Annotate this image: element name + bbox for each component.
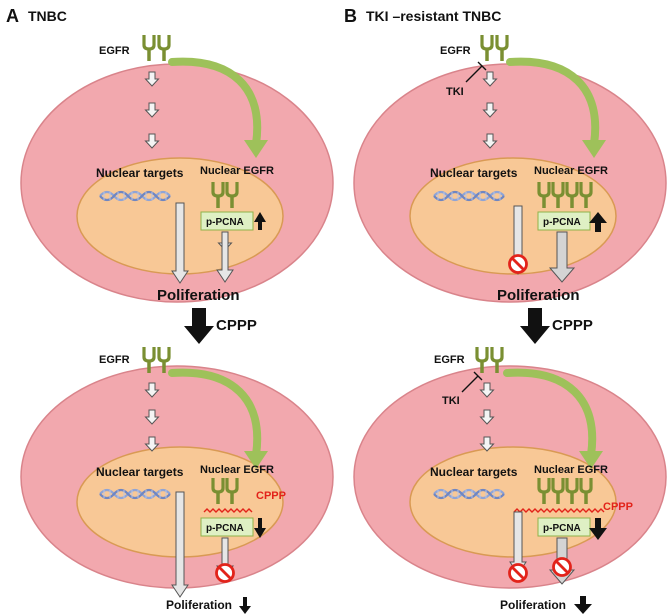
panel-a-bottom-cell: EGFR Nuclear targets Nuclear EGFR CPPP p… [20, 345, 334, 614]
receptor-icon [495, 33, 509, 63]
proliferation-label: Poliferation [500, 598, 566, 612]
treatment-arrow-icon [520, 308, 550, 344]
pcna-box [537, 517, 591, 537]
tki-inhibitor [465, 61, 487, 83]
receptor-icon [142, 33, 156, 63]
cppp-label: CPPP [256, 490, 286, 502]
proliferation-label: Poliferation [157, 287, 240, 304]
cppp-wave [513, 508, 605, 513]
nuclear-targets-label: Nuclear targets [96, 166, 184, 180]
nuclear-targets-label: Nuclear targets [96, 465, 184, 479]
short-arrow-icon [216, 231, 234, 283]
pcna-label: p-PCNA [206, 217, 244, 228]
pcna-box [200, 517, 254, 537]
receptor-icon [157, 33, 171, 63]
panel-b-title: TKI –resistant TNBC [366, 8, 501, 24]
panel-a-top-cell: EGFR Nuclear targets Nuclear EGFR p-PCNA… [20, 33, 334, 304]
panel-b-letter: B [344, 6, 357, 26]
egfr-label: EGFR [434, 354, 465, 366]
nuclear-egfr-label: Nuclear EGFR [200, 165, 274, 177]
panel-a: A TNBC EGFR Nuclear targets Nuclear EGFR… [6, 6, 334, 614]
treatment-label: CPPP [216, 317, 257, 334]
prohibition-icon [552, 557, 572, 577]
panel-b: B TKI –resistant TNBC EGFR TKI Nuclear t… [344, 6, 667, 614]
cppp-wave [203, 508, 253, 513]
up-arrow-icon [589, 212, 607, 232]
prohibition-icon [215, 563, 235, 583]
pcna-box [537, 211, 591, 231]
pcna-label: p-PCNA [543, 523, 581, 534]
pcna-label: p-PCNA [543, 217, 581, 228]
tki-label: TKI [442, 395, 460, 407]
down-arrow-icon [574, 596, 592, 614]
panel-a-title: TNBC [28, 8, 67, 24]
pcna-label: p-PCNA [206, 523, 244, 534]
down-arrow-icon [254, 518, 266, 538]
egfr-label: EGFR [440, 45, 471, 57]
nuclear-egfr-label: Nuclear EGFR [534, 165, 608, 177]
nuclear-targets-label: Nuclear targets [430, 166, 518, 180]
receptor-icon [480, 33, 494, 63]
down-arrow-icon [239, 597, 251, 614]
nuclear-egfr-label: Nuclear EGFR [534, 464, 608, 476]
long-arrow-icon [171, 491, 189, 598]
proliferation-label: Poliferation [166, 598, 232, 612]
up-arrow-icon [254, 212, 266, 230]
cppp-label: CPPP [603, 501, 633, 513]
short-arrow-icon [548, 231, 576, 283]
down-arrow-icon [589, 518, 607, 540]
prohibition-icon [508, 563, 528, 583]
egfr-label: EGFR [99, 354, 130, 366]
panel-b-top-cell: EGFR TKI Nuclear targets Nuclear EGFR p-… [353, 33, 667, 304]
panel-b-bottom-cell: EGFR TKI Nuclear targets Nuclear EGFR CP… [353, 345, 667, 614]
nuclear-egfr-label: Nuclear EGFR [200, 464, 274, 476]
treatment-arrow-icon [184, 308, 214, 344]
tki-label: TKI [446, 86, 464, 98]
pcna-box [200, 211, 254, 231]
nuclear-targets-label: Nuclear targets [430, 465, 518, 479]
tki-inhibitor [461, 371, 483, 393]
proliferation-label: Poliferation [497, 287, 580, 304]
prohibition-icon [508, 254, 528, 274]
panel-a-letter: A [6, 6, 19, 26]
egfr-label: EGFR [99, 45, 130, 57]
treatment-label: CPPP [552, 317, 593, 334]
